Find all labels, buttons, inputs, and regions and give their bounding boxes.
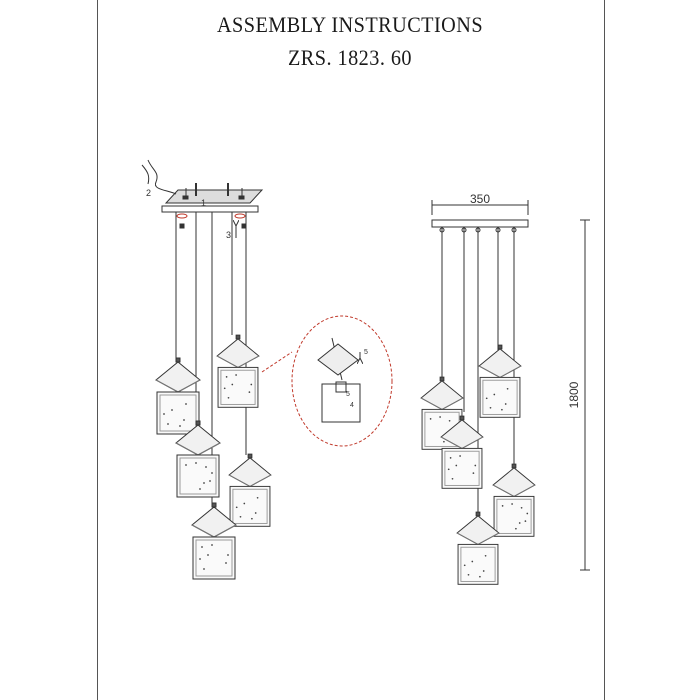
step-3-label: 3	[226, 230, 231, 240]
pendant-shade	[191, 502, 237, 580]
supply-wires	[147, 159, 177, 195]
page-border-right	[604, 0, 605, 700]
width-label: 350	[470, 192, 490, 206]
pendant-shade	[456, 511, 500, 585]
page-border-left	[97, 0, 98, 700]
step-5-label: 5	[364, 349, 368, 356]
pendant-shade	[228, 453, 272, 527]
mounting-bracket	[164, 183, 264, 204]
detail-leader-line	[261, 351, 293, 373]
pendant-shade	[492, 463, 536, 537]
step-2-label: 2	[146, 188, 151, 198]
height-label: 1800	[567, 381, 581, 408]
detail-callout-circle	[291, 315, 393, 447]
installation-view	[141, 159, 264, 505]
step-5-label-detail: 5	[346, 391, 350, 398]
dimension-view	[431, 200, 590, 571]
pendant-shade	[440, 415, 484, 489]
pendant-shade	[175, 420, 221, 498]
canopy	[161, 205, 259, 213]
pendant-shade	[216, 334, 260, 408]
width-dimension	[431, 200, 529, 215]
page-title: ASSEMBLY INSTRUCTIONS	[216, 12, 484, 37]
pendant-shade	[478, 344, 522, 418]
step-1-label: 1	[201, 198, 206, 208]
step-4-label: 4	[350, 402, 354, 409]
canopy-right	[431, 219, 529, 228]
canopy-hooks	[176, 213, 246, 219]
connector-detail	[261, 315, 393, 447]
pendant-shades	[155, 334, 536, 585]
height-dimension	[580, 219, 590, 571]
model-number: ZRS. 1823. 60	[287, 45, 413, 70]
pendant-shade	[155, 357, 201, 435]
pendant-cables	[175, 212, 247, 505]
